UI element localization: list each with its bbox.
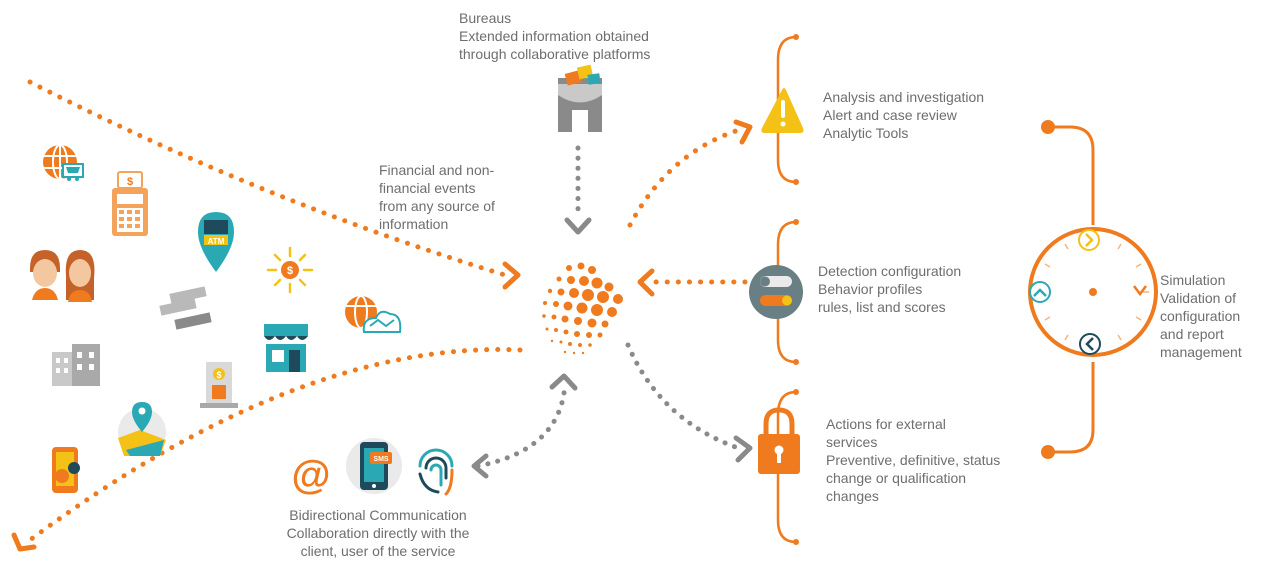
sms-label: SMS <box>373 456 389 463</box>
detection-toggle-icon <box>749 265 803 319</box>
outflow-line <box>27 347 523 543</box>
bracket-dots <box>793 34 799 545</box>
simulation-line-5: management <box>1160 344 1242 360</box>
actions-line-1: Actions for external <box>826 416 946 432</box>
events-line-3: from any source of <box>379 198 495 214</box>
pos-terminal-icon: $ <box>112 171 148 236</box>
atm-label: ATM <box>208 237 225 246</box>
sun-money-icon <box>266 246 314 294</box>
events-label: Financial and non- financial events from… <box>379 161 495 233</box>
actions-line-5: changes <box>826 488 879 504</box>
email-at-icon <box>288 451 334 497</box>
svg-text:$: $ <box>216 370 221 380</box>
bureaus-building-icon <box>558 64 602 132</box>
events-inflow-line <box>27 79 508 278</box>
events-line-4: information <box>379 216 449 232</box>
simulation-loop <box>1028 120 1158 459</box>
simulation-label: Simulation Validation of configuration a… <box>1160 271 1242 361</box>
bureaus-line-1: Extended information obtained <box>459 28 649 44</box>
analysis-line-2: Alert and case review <box>823 107 957 123</box>
map-pin-icon <box>118 402 166 456</box>
communication-label: Bidirectional Communication Collaboratio… <box>268 506 488 560</box>
smartphone-icon <box>52 447 80 493</box>
analysis-label: Analysis and investigation Alert and cas… <box>823 88 984 142</box>
simulation-line-2: Validation of <box>1160 290 1237 306</box>
communication-line-3: client, user of the service <box>300 543 456 559</box>
communication-line <box>475 382 568 469</box>
detection-line-1: Detection configuration <box>818 263 962 279</box>
dotted-flow-lines <box>27 79 748 543</box>
actions-label: Actions for external services Preventive… <box>826 415 1000 505</box>
actions-line-2: services <box>826 434 878 450</box>
arrow-communication-up-icon <box>549 373 578 391</box>
detection-line-3: rules, list and scores <box>818 299 946 315</box>
cards-stack-icon <box>159 286 212 330</box>
sun-dollar-symbol: $ <box>287 265 293 277</box>
analysis-line-3: Analytic Tools <box>823 125 909 141</box>
actions-line <box>625 342 741 451</box>
atm-location-icon <box>198 212 234 272</box>
arrow-bureaus-icon <box>564 217 592 235</box>
kiosk-terminal-icon: $ <box>200 362 238 408</box>
at-symbol: @ <box>291 453 330 497</box>
communication-line-1: Bidirectional Communication <box>289 507 467 523</box>
actions-line-3: Preventive, definitive, status <box>826 452 1001 468</box>
alert-warning-icon <box>761 88 804 133</box>
arrow-outflow-icon <box>11 532 37 552</box>
arrow-analysis-icon <box>733 119 753 145</box>
detection-line-2: Behavior profiles <box>818 281 923 297</box>
analysis-line-1: Analysis and investigation <box>823 89 985 105</box>
fingerprint-icon <box>418 448 454 496</box>
arrow-detection-icon <box>637 268 655 297</box>
events-line-2: financial events <box>379 180 476 196</box>
bureaus-title: Bureaus <box>459 10 512 26</box>
cloud-globe-icon <box>345 295 402 333</box>
bureaus-line-2: through collaborative platforms <box>459 46 651 62</box>
events-line-1: Financial and non- <box>379 162 495 178</box>
detection-label: Detection configuration Behavior profile… <box>818 262 961 316</box>
communication-line-2: Collaboration directly with the <box>286 525 470 541</box>
office-building-icon <box>52 344 100 386</box>
arrow-communication-left-icon <box>471 453 489 479</box>
bureaus-label: Bureaus Extended information obtained th… <box>459 9 650 63</box>
store-front-icon <box>264 324 308 372</box>
svg-text:$: $ <box>127 176 133 188</box>
arrow-events-icon <box>502 261 521 290</box>
arrow-actions-icon <box>733 435 753 463</box>
simulation-line-3: configuration <box>1160 308 1241 324</box>
lock-icon <box>758 407 800 474</box>
simulation-line-4: and report <box>1160 326 1224 342</box>
people-icon <box>30 250 95 302</box>
analysis-line <box>627 125 748 228</box>
central-hub-icon <box>542 262 623 355</box>
actions-line-4: change or qualification <box>826 470 967 486</box>
ecommerce-globe-icon <box>43 145 84 181</box>
simulation-line-1: Simulation <box>1160 272 1226 288</box>
arrow-heads <box>11 119 753 552</box>
sms-phone-icon <box>346 438 402 494</box>
